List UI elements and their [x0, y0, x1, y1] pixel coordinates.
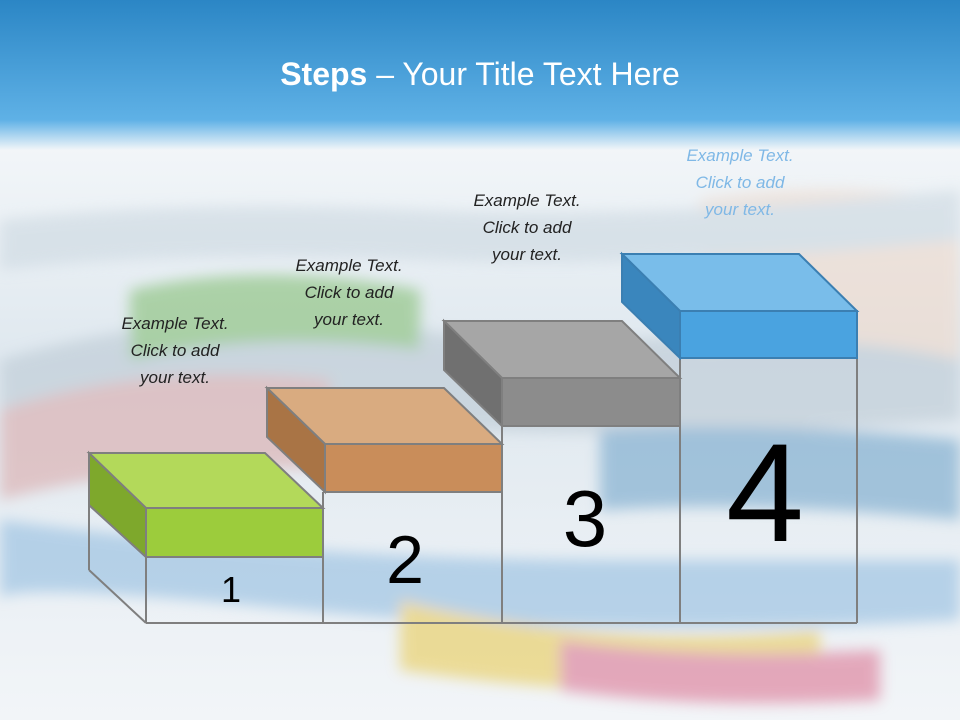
caption-line: your text.	[492, 245, 562, 264]
caption-line: Click to add	[695, 173, 785, 192]
step-block-4[interactable]	[619, 251, 860, 361]
caption-line: Click to add	[482, 218, 572, 237]
slide-title[interactable]: Steps – Your Title Text Here	[0, 56, 960, 93]
title-rest-text: – Your Title Text Here	[367, 56, 680, 92]
caption-line: your text.	[705, 200, 775, 219]
step-caption-4[interactable]: Example Text. Click to add your text.	[650, 142, 830, 223]
title-bar	[0, 0, 960, 150]
step-number-2: 2	[386, 522, 424, 598]
step-number-3: 3	[562, 474, 608, 563]
step-caption-1[interactable]: Example Text. Click to add your text.	[85, 310, 265, 391]
step-caption-2[interactable]: Example Text. Click to add your text.	[259, 252, 439, 333]
caption-line: your text.	[314, 310, 384, 329]
step-block-1[interactable]	[86, 450, 326, 560]
caption-line: Example Text.	[295, 256, 403, 275]
caption-line: Example Text.	[686, 146, 794, 165]
step-block-3[interactable]	[441, 318, 683, 429]
title-bold-text: Steps	[280, 56, 368, 92]
caption-line: Click to add	[304, 283, 394, 302]
step-caption-3[interactable]: Example Text. Click to add your text.	[437, 187, 617, 268]
caption-line: Example Text.	[473, 191, 581, 210]
step-number-4: 4	[726, 414, 804, 571]
caption-line: Example Text.	[121, 314, 229, 333]
caption-line: your text.	[140, 368, 210, 387]
caption-line: Click to add	[130, 341, 220, 360]
step-number-1: 1	[220, 569, 242, 610]
step-block-2[interactable]	[264, 385, 505, 495]
